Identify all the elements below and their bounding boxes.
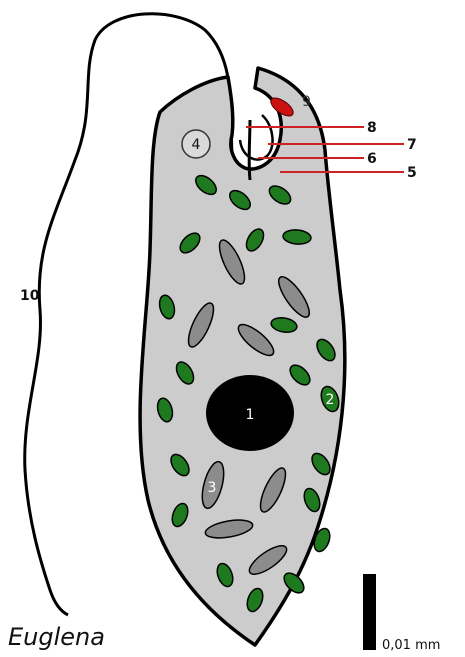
label-9: 9 [302,94,311,110]
reservoir [240,115,273,160]
label-8: 8 [367,120,377,136]
label-10: 10 [20,288,40,304]
label-5: 5 [407,165,417,181]
cell-body [140,68,345,645]
label-3: 3 [208,480,217,496]
gullet-line [249,120,250,180]
label-1: 1 [246,407,255,423]
scale-bar-label: 0,01 mm [382,638,440,653]
label-4: 4 [192,137,201,153]
scale-bar [363,574,376,650]
label-6: 6 [367,151,377,167]
label-7: 7 [407,137,417,153]
diagram-title: Euglena [8,623,105,651]
label-2: 2 [326,392,335,408]
